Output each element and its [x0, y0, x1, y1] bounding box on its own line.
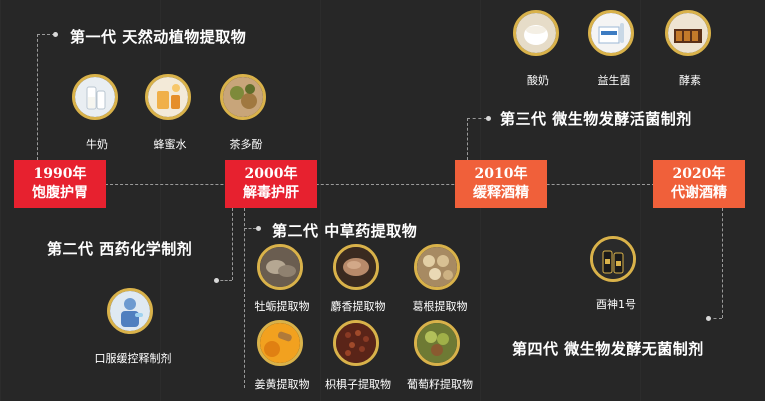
gen3-item-label: 酸奶 [527, 74, 549, 87]
year-box-2010: 2010年 缓释酒精 [455, 160, 547, 208]
oyster-icon [257, 244, 303, 290]
gen2a-connector [232, 208, 233, 280]
gen3-title: 第三代 微生物发酵活菌制剂 [500, 110, 692, 128]
gen2b-connector-dot [256, 226, 261, 231]
gen2a-connector-h [216, 280, 232, 281]
honey-water-icon [145, 74, 191, 120]
gen3-item-label: 酵素 [679, 74, 701, 87]
gen4-connector-h [708, 318, 722, 319]
year-box-2020: 2020年 代谢酒精 [653, 160, 745, 208]
gen1-connector [37, 34, 55, 35]
gen2b-connector [244, 208, 245, 388]
year-1990: 1990年 [33, 166, 87, 182]
year-2020: 2020年 [672, 166, 726, 182]
hovenia-icon [333, 320, 379, 366]
gen2b-item-label: 葛根提取物 [412, 300, 468, 313]
year-2000: 2000年 [244, 166, 298, 182]
gen2b-title: 第二代 中草药提取物 [272, 222, 418, 240]
year-1990-label: 饱腹护胃 [32, 185, 88, 201]
gen2b-item-label: 牡蛎提取物 [254, 300, 310, 313]
year-2020-label: 代谢酒精 [671, 185, 727, 201]
year-2000-label: 解毒护肝 [243, 185, 299, 201]
gen2b-item-label: 姜黄提取物 [254, 378, 310, 391]
gen2a-connector-dot [214, 278, 219, 283]
gen3-item-label: 益生菌 [597, 74, 631, 87]
yogurt-icon [513, 10, 559, 56]
gen4-title: 第四代 微生物发酵无菌制剂 [512, 340, 704, 358]
youshen-1-icon [590, 236, 636, 282]
year-box-1990: 1990年 饱腹护胃 [14, 160, 106, 208]
tea-polyphenol-icon [220, 74, 266, 120]
gen2b-item-label: 麝香提取物 [330, 300, 386, 313]
gen4-connector-dot [706, 316, 711, 321]
gen4-item-label: 酉神1号 [596, 298, 636, 311]
timeline-axis [100, 184, 660, 185]
gen2b-item-label: 葡萄籽提取物 [407, 378, 473, 391]
grape-seed-icon [414, 320, 460, 366]
oral-release-icon [107, 288, 153, 334]
musk-icon [333, 244, 379, 290]
gen1-item-label: 牛奶 [86, 138, 108, 151]
year-2010-label: 缓释酒精 [473, 185, 529, 201]
gen4-connector [722, 208, 723, 318]
gen1-title: 第一代 天然动植物提取物 [70, 28, 247, 46]
gen1-connector-dot [53, 32, 58, 37]
gen1-item-label: 蜂蜜水 [153, 138, 187, 151]
kudzu-root-icon [414, 244, 460, 290]
turmeric-icon [257, 320, 303, 366]
enzyme-icon [665, 10, 711, 56]
gen2b-connector-h [244, 228, 256, 229]
gen2a-title: 第二代 西药化学制剂 [47, 240, 193, 258]
gen2a-item-label: 口服缓控释制剂 [94, 352, 172, 365]
milk-icon [72, 74, 118, 120]
gen3-connector [467, 118, 468, 160]
year-box-2000: 2000年 解毒护肝 [225, 160, 317, 208]
gen3-connector-h [467, 118, 487, 119]
probiotic-icon [588, 10, 634, 56]
gen1-item-label: 茶多酚 [229, 138, 263, 151]
gen3-connector-dot [486, 116, 491, 121]
gen1-connector-vertical [37, 34, 38, 160]
gen2b-item-label: 枳椇子提取物 [325, 378, 391, 391]
year-2010: 2010年 [474, 166, 528, 182]
